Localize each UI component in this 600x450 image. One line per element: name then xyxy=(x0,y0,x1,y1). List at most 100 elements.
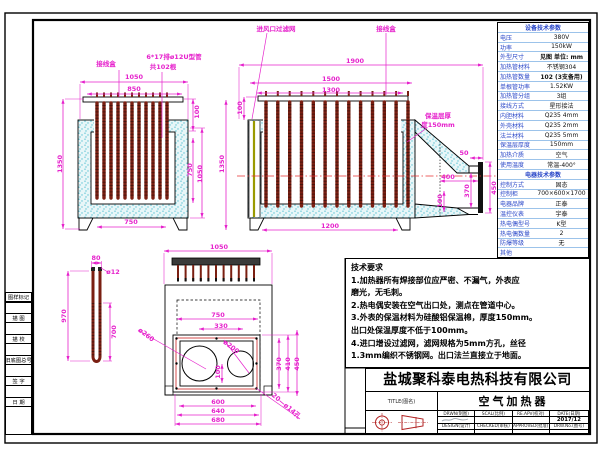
titleblock-field-label: APPROVED(批准) xyxy=(512,423,550,430)
tech-requirement-line: 3.外表的保温材料为硅酸铝保温棉，厚度150mm。 xyxy=(351,313,537,323)
table-row: 功率 150kW xyxy=(498,41,588,52)
table-row-label: 内胆材料 xyxy=(500,113,525,121)
table-row: 接线方式 星形接法 xyxy=(498,100,588,110)
titleblock-field-label: DATE(日期) xyxy=(549,411,589,417)
table-row: 电压 380V xyxy=(498,31,588,42)
titleblock-field-label: RE.APV(校对) xyxy=(512,411,550,417)
table-row-label: 外型尺寸 xyxy=(500,54,525,62)
table-row-label: 使用温度 xyxy=(500,162,525,170)
table-row-label: 温控仪表 xyxy=(500,211,525,219)
tech-requirements-title: 技术要求 xyxy=(351,263,383,272)
table-row: 防爆等级 无 xyxy=(498,237,588,248)
titleblock-field-value xyxy=(438,429,476,434)
table-row-label: 控制方式 xyxy=(500,181,525,189)
table-row: 热电偶数量 2 xyxy=(498,227,588,238)
titleblock-field-value xyxy=(549,429,589,434)
table-row-label: 保温层厚度 xyxy=(500,142,531,150)
table-row-value: 102 (3支备用) xyxy=(540,73,583,81)
table-row-label: 其他 xyxy=(500,250,513,258)
table-row: 加热管材料不锈钢304 xyxy=(498,61,588,71)
parameter-table-title: 设备技术参数 xyxy=(524,24,561,32)
table-row: 单根管功率 1.52KW xyxy=(498,80,588,91)
table-row: 内胆材料 Q235 4mm xyxy=(498,110,588,120)
tech-requirement-line: 1.3mm编织不锈钢网。出口法兰直接立于地面。 xyxy=(351,351,526,361)
table-row-value: 380V xyxy=(553,33,570,41)
table-row-value: 2 xyxy=(559,229,564,237)
table-row-value: 星形接法 xyxy=(549,103,574,111)
table-row-label: 单根管功率 xyxy=(500,83,531,91)
drawing-title: 空气加热器 xyxy=(478,395,549,408)
table-row: 加热介质 空气 xyxy=(498,149,588,159)
table-row: 其他 xyxy=(498,247,588,257)
table-row-label: 电压 xyxy=(500,34,513,42)
titleblock-field-value xyxy=(475,417,513,424)
table-row: 控制方式 固态 xyxy=(498,178,588,189)
titleblock-field-value xyxy=(512,417,550,424)
titleblock-field-label: DESIGN(设计) xyxy=(438,423,476,430)
table-row-label: 接线方式 xyxy=(500,103,525,111)
sheet-frame xyxy=(4,12,598,444)
table-row: 控制柜 700×600×1700 xyxy=(498,188,588,199)
tech-requirement-line: 4.进口增设过滤网，滤网规格为5mm方孔，丝径 xyxy=(351,338,526,348)
margin-field-blank xyxy=(5,406,32,435)
table-row-label: 防爆等级 xyxy=(500,240,525,248)
margin-field-label: 图样标记 xyxy=(5,292,32,302)
table-row-value: Q235 4mm xyxy=(544,112,579,120)
table-row-label: 热电偶型号 xyxy=(500,220,531,228)
table-row: 外型尺寸 见图 单位: mm xyxy=(498,51,588,61)
projection-symbol xyxy=(366,411,438,434)
table-row-label: 法兰材料 xyxy=(500,132,525,140)
table-row: 热电偶型号 K型 xyxy=(498,217,588,228)
table-row-label: 加热管数量 xyxy=(500,73,531,81)
table-row-label: 加热介质 xyxy=(500,152,525,160)
table-row-label: 热电偶数量 xyxy=(500,230,531,238)
table-row-value: 3组 xyxy=(556,93,567,101)
table-row-value: 常温-400° xyxy=(547,162,576,170)
tech-requirement-line: 2.热电偶安装在空气出口处，测点在管道中心。 xyxy=(351,300,520,310)
table-row-value: 150mm xyxy=(549,141,574,149)
table-section-header: 电器技术参数 xyxy=(498,168,588,179)
table-row-label: 加热管分组 xyxy=(500,93,531,101)
table-row-value: K型 xyxy=(556,220,567,228)
signature xyxy=(438,417,476,424)
technical-requirements: 技术要求 1.加热器所有焊接部位应严密、不漏气，外表应磨光，无毛刺。2.热电偶安… xyxy=(345,258,590,368)
table-row-label: 控制柜 xyxy=(500,191,519,199)
table-row-value: 宇泰 xyxy=(555,211,568,219)
tube-detail xyxy=(66,261,112,363)
table-row-value: Q235 2mm xyxy=(544,121,579,129)
table-row: 加热管分组 3组 xyxy=(498,90,588,101)
table-row-value: 见图 单位: mm xyxy=(539,54,584,62)
table-row-value: 150kW xyxy=(551,43,572,51)
table-row-value: Q235 5mm xyxy=(544,131,579,139)
bolt-holes xyxy=(175,337,258,390)
table-row-value: 无 xyxy=(558,240,565,248)
front-view xyxy=(61,70,205,231)
table-row-value: 正泰 xyxy=(555,201,568,209)
titleblock-field-label: DRWN(制图) xyxy=(438,411,476,417)
title-label: TITLE(图名) xyxy=(366,392,438,410)
table-row: 法兰材料 Q235 5mm xyxy=(498,129,588,140)
side-view xyxy=(224,32,502,232)
titleblock-field-label: DRW.No.(图号) xyxy=(549,423,589,430)
title-block: 盐城聚科泰电热科技有限公司 TITLE(图名) 空气加热器 DRWN(制图)SC… xyxy=(365,368,590,434)
table-row: 保温层厚度 150mm xyxy=(498,139,588,150)
tech-requirement-line: 1.加热器所有焊接部位应严密、不漏气，外表应 xyxy=(351,275,520,285)
first-angle-projection-icon xyxy=(371,413,428,432)
titleblock-field-value: 2017/12 xyxy=(549,417,589,424)
table-row-label: 外壳材料 xyxy=(500,122,525,130)
table-row-value: 空气 xyxy=(555,152,568,160)
company-name: 盐城聚科泰电热科技有限公司 xyxy=(366,369,589,392)
titleblock-field-value xyxy=(512,429,550,434)
table-row-value: 1.52KW xyxy=(549,82,573,90)
table-row: 外壳材料 Q235 2mm xyxy=(498,119,588,130)
titleblock-field-value xyxy=(475,429,513,434)
titleblock-field-label: CHECKED(审核) xyxy=(475,423,513,430)
table-row-label: 功率 xyxy=(500,44,513,52)
table-row-value: 700×600×1700 xyxy=(537,190,586,198)
titleblock-field-label: SCAL(比例) xyxy=(475,411,513,417)
table-row: 电器品牌正泰 xyxy=(498,198,588,208)
table-row-value: 固态 xyxy=(555,181,568,189)
